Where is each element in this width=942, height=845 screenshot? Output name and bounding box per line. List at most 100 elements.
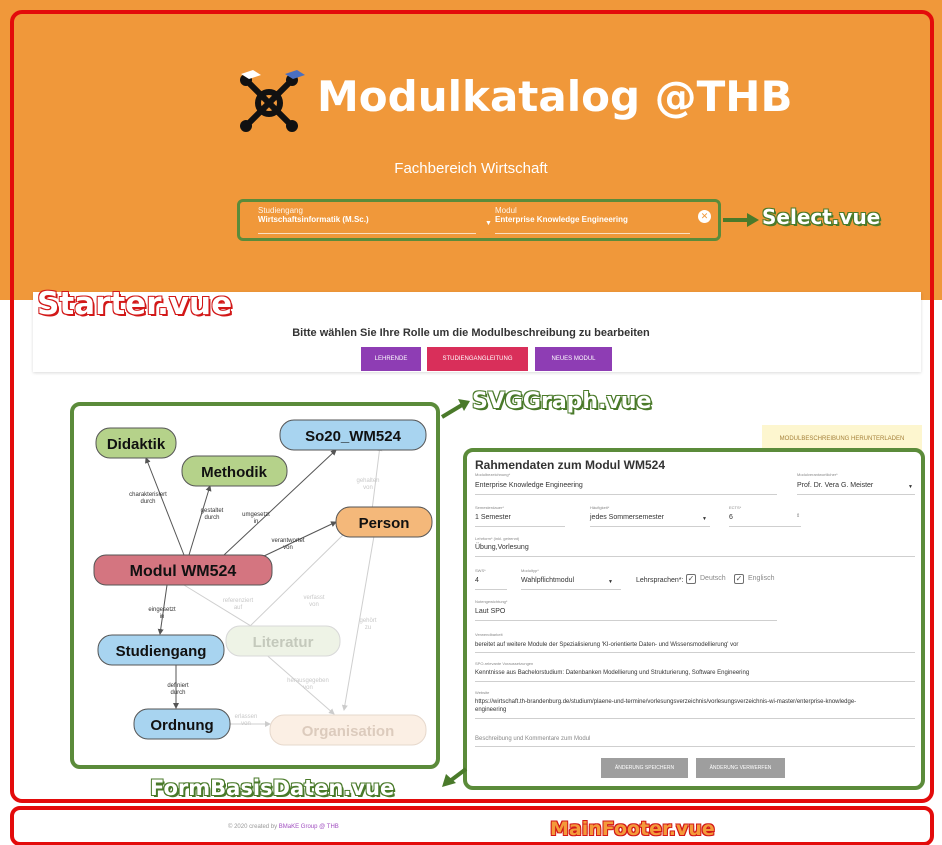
lehrende-button[interactable]: LEHRENDE [361, 347, 421, 371]
node-so20[interactable]: So20_WM524 [279, 419, 427, 451]
chevron-down-icon[interactable]: ▼ [608, 579, 613, 585]
footer-prefix: © 2020 created by [228, 824, 279, 830]
starter-annotation-label: Starter.vue [37, 286, 233, 322]
lehrform-input[interactable]: Übung,Vorlesung [475, 544, 529, 551]
verwendbarkeit-input[interactable]: bereitet auf weitere Module der Speziali… [475, 642, 739, 648]
select-annotation-label: Select.vue [762, 205, 881, 229]
englisch-checkbox-icon[interactable]: ✓ [734, 574, 744, 584]
svg-text:Methodik: Methodik [201, 464, 267, 481]
node-literatur[interactable]: Literatur [225, 625, 341, 657]
node-methodik[interactable]: Methodik [181, 455, 288, 487]
website-input-line2[interactable]: engineering [475, 707, 507, 713]
app-header: Modulkatalog @THB Fachbereich Wirtschaft… [0, 0, 942, 300]
form-basisdaten-panel [463, 448, 925, 790]
haeufigkeit-underline [590, 526, 710, 527]
ects-label: ECTS* [729, 505, 742, 510]
node-modul[interactable]: Modul WM524 [93, 554, 273, 586]
verantwortlicher-underline [797, 494, 915, 495]
footer-link[interactable]: BMaKE Group @ THB [278, 824, 339, 830]
node-ordnung[interactable]: Ordnung [133, 708, 231, 740]
save-changes-button[interactable]: ÄNDERUNG SPEICHERN [601, 758, 688, 778]
ects-underline [729, 526, 801, 527]
sws-input[interactable]: 4 [475, 577, 479, 584]
modultyp-select[interactable]: Wahlpflichtmodul [521, 577, 575, 584]
role-prompt: Bitte wählen Sie Ihre Rolle um die Modul… [292, 327, 650, 339]
website-input-line1[interactable]: https://wirtschaft.th-brandenburg.de/stu… [475, 699, 857, 705]
modul-select[interactable]: Modul Enterprise Knowledge Engineering [495, 206, 700, 234]
englisch-label: Englisch [748, 575, 775, 582]
knowledge-graph-logo-icon [240, 70, 305, 132]
edge-gestaltet [188, 485, 212, 556]
app-title: Modulkatalog @THB [317, 72, 793, 121]
edge-gehalten [371, 445, 383, 511]
bezeichnung-underline [475, 494, 777, 495]
edge-verfasst [243, 533, 345, 633]
studiengang-value: Wirtschaftsinformatik (M.Sc.) [258, 215, 369, 224]
verwendbarkeit-underline [475, 652, 915, 653]
dauer-input[interactable]: 1 Semester [475, 514, 511, 521]
neues-modul-button[interactable]: NEUES MODUL [535, 347, 612, 371]
form-annotation-label: FormBasisDaten.vue [150, 776, 395, 800]
notengewichtung-underline [475, 620, 777, 621]
dauer-underline [475, 526, 565, 527]
graph-annotation-label: SVGGraph.vue [472, 389, 652, 414]
chevron-down-icon[interactable]: ▼ [485, 220, 492, 227]
modultyp-label: Modultyp* [521, 568, 539, 573]
modul-label: Modul [495, 206, 517, 215]
voraussetzungen-input[interactable]: Kenntnisse aus Bachelorstudium: Datenban… [475, 670, 750, 676]
clear-icon[interactable]: ✕ [698, 210, 711, 223]
kommentar-underline [475, 746, 915, 747]
haeufigkeit-select[interactable]: jedes Sommersemester [590, 514, 664, 521]
discard-changes-button[interactable]: ÄNDERUNG VERWERFEN [696, 758, 785, 778]
deutsch-label: Deutsch [700, 575, 726, 582]
edge-eingesetzt [157, 584, 168, 635]
graph-annotation-arrow-icon [440, 399, 470, 419]
sws-underline [475, 589, 507, 590]
svg-text:Organisation: Organisation [302, 723, 395, 740]
svg-text:So20_WM524: So20_WM524 [305, 428, 402, 445]
kommentar-textarea[interactable]: Beschreibung und Kommentare zum Modul [475, 736, 591, 742]
notengewichtung-input[interactable]: Laut SPO [475, 608, 506, 615]
form-annotation-arrow-icon [442, 767, 468, 787]
verantwortlicher-select[interactable]: Prof. Dr. Vera G. Meister [797, 482, 874, 489]
form-title: Rahmendaten zum Modul WM524 [475, 458, 666, 472]
logo: Modulkatalog @THB [232, 60, 792, 140]
ects-input[interactable]: 6 [729, 514, 733, 521]
studiengangleitung-button[interactable]: STUDIENGANGLEITUNG [427, 347, 528, 371]
deutsch-checkbox-icon[interactable]: ✓ [686, 574, 696, 584]
node-didaktik[interactable]: Didaktik [95, 427, 177, 459]
studiengang-select[interactable]: Studiengang Wirtschaftsinformatik (M.Sc.… [258, 206, 492, 234]
modul-underline [495, 233, 690, 234]
stepper-icon[interactable]: ⇕ [796, 513, 801, 519]
svg-text:Person: Person [359, 515, 410, 532]
footer-copyright: © 2020 created by BMaKE Group @ THB [228, 824, 339, 830]
notengewichtung-label: Notengewichtung* [475, 599, 508, 604]
bezeichnung-input[interactable]: Enterprise Knowledge Engineering [475, 482, 583, 489]
chevron-down-icon[interactable]: ▼ [908, 484, 913, 490]
svg-text:Literatur: Literatur [253, 634, 314, 651]
chevron-down-icon[interactable]: ▼ [702, 516, 707, 522]
starter-frame [10, 10, 934, 803]
bezeichnung-label: Modulbezeichnung* [475, 472, 511, 477]
footer-annotation-label: MainFooter.vue [550, 818, 715, 840]
node-person[interactable]: Person [335, 506, 433, 538]
website-label: Website [475, 690, 490, 695]
svg-text:Modul WM524: Modul WM524 [130, 563, 237, 580]
node-organisation[interactable]: Organisation [269, 714, 427, 746]
lehrform-label: Lehrform* (inkl. getrennt) [475, 536, 520, 541]
footer-frame [10, 806, 934, 845]
svg-text:Ordnung: Ordnung [150, 717, 213, 734]
node-studiengang[interactable]: Studiengang [97, 634, 225, 666]
edge-charakterisiert [145, 457, 185, 556]
verwendbarkeit-label: Verwendbarkeit [475, 632, 503, 637]
